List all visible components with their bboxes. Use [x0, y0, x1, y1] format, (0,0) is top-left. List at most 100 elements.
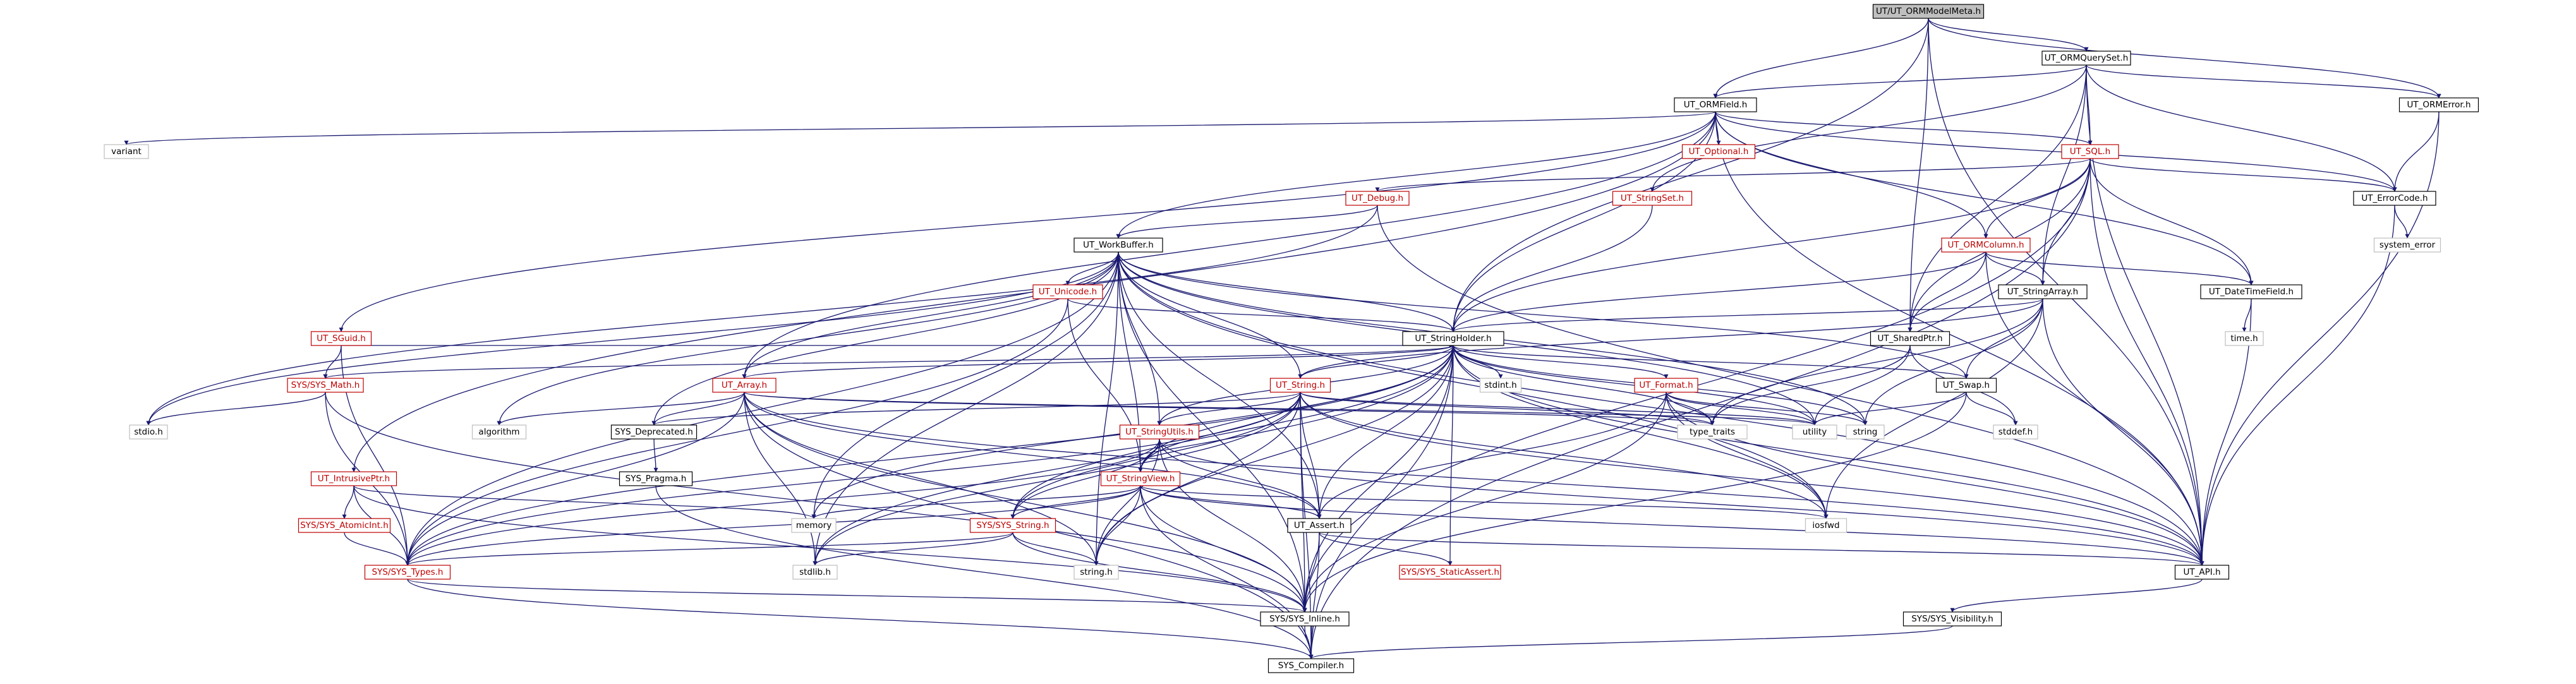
- node-field[interactable]: UT_ORMField.h: [1674, 97, 1757, 112]
- edge-string-to-api: [1300, 392, 2204, 566]
- node-box-array: [712, 378, 777, 393]
- edge-format-to-iosfwd: [1666, 392, 1829, 519]
- edge-errcode-to-syserr: [2394, 205, 2410, 239]
- node-box-sql: [2061, 144, 2119, 159]
- edge-api-to-visibility: [1950, 579, 2203, 613]
- edge-strview-to-assert: [1140, 485, 1322, 519]
- node-root[interactable]: UT/UT_ORMModelMeta.h: [1872, 4, 1985, 19]
- edge-sysmath-to-stdio: [146, 392, 326, 426]
- node-box-stdstring: [1846, 424, 1885, 440]
- node-stddef[interactable]: stddef.h: [1993, 424, 2038, 440]
- node-syserr[interactable]: system_error: [2373, 237, 2441, 253]
- node-strutils[interactable]: UT_StringUtils.h: [1119, 424, 1200, 440]
- node-label-deprecated: SYS_Deprecated.h: [615, 427, 693, 437]
- node-typetraits[interactable]: type_traits: [1677, 424, 1748, 440]
- node-box-sharedptr: [1870, 331, 1950, 346]
- node-label-strview: UT_StringView.h: [1106, 474, 1175, 484]
- edge-strholder-to-compiler: [1309, 345, 1454, 659]
- node-strholder[interactable]: UT_StringHolder.h: [1402, 331, 1504, 346]
- node-label-iosfwd: iosfwd: [1812, 520, 1839, 531]
- node-datetime[interactable]: UT_DateTimeField.h: [2200, 284, 2302, 299]
- edge-ormcol-to-api: [1985, 251, 2204, 566]
- node-stdstring[interactable]: string: [1846, 424, 1885, 440]
- node-stdint[interactable]: stdint.h: [1479, 378, 1522, 393]
- node-label-api: UT_API.h: [2183, 567, 2220, 577]
- node-errcode[interactable]: UT_ErrorCode.h: [2353, 191, 2436, 206]
- node-box-memory: [791, 518, 837, 533]
- node-sharedptr[interactable]: UT_SharedPtr.h: [1870, 331, 1950, 346]
- edge-strutils-to-api: [1159, 438, 2204, 566]
- edge-format-to-typetraits: [1666, 392, 1715, 426]
- node-box-optional: [1681, 144, 1756, 159]
- node-iosfwd[interactable]: iosfwd: [1805, 518, 1847, 533]
- node-qs[interactable]: UT_ORMQuerySet.h: [2041, 51, 2131, 66]
- node-label-variant: variant: [111, 147, 142, 157]
- node-ormerr[interactable]: UT_ORMError.h: [2398, 97, 2479, 112]
- node-stringh[interactable]: string.h: [1073, 565, 1119, 580]
- node-variant[interactable]: variant: [104, 144, 149, 159]
- node-label-memory: memory: [796, 520, 831, 531]
- edge-strholder-to-stringh: [1094, 345, 1454, 566]
- node-algorithm[interactable]: algorithm: [471, 424, 527, 440]
- node-label-array: UT_Array.h: [722, 380, 767, 390]
- node-label-utility: utility: [1803, 427, 1827, 437]
- node-atomicint[interactable]: SYS/SYS_AtomicInt.h: [298, 518, 391, 533]
- node-optional[interactable]: UT_Optional.h: [1681, 144, 1756, 159]
- node-stdlib[interactable]: stdlib.h: [792, 565, 838, 580]
- node-ormcol[interactable]: UT_ORMColumn.h: [1941, 237, 2031, 253]
- node-label-staticassert: SYS/SYS_StaticAssert.h: [1401, 567, 1499, 577]
- node-label-sysstring: SYS/SYS_String.h: [976, 520, 1049, 531]
- node-assert[interactable]: UT_Assert.h: [1287, 518, 1351, 533]
- node-box-staticassert: [1399, 565, 1501, 580]
- node-pragma[interactable]: SYS_Pragma.h: [619, 471, 693, 486]
- node-array[interactable]: UT_Array.h: [712, 378, 777, 393]
- edge-unicode-to-strview: [1067, 298, 1143, 472]
- node-sysinline[interactable]: SYS/SYS_Inline.h: [1260, 611, 1350, 627]
- edge-string-to-systypes: [405, 392, 1301, 566]
- node-sql[interactable]: UT_SQL.h: [2061, 144, 2119, 159]
- node-stringset[interactable]: UT_StringSet.h: [1612, 191, 1693, 206]
- edge-unicode-to-strholder: [1067, 298, 1456, 332]
- edge-stringset-to-strholder: [1451, 205, 1653, 332]
- node-label-intrusive: UT_IntrusivePtr.h: [318, 474, 390, 484]
- node-unicode[interactable]: UT_Unicode.h: [1032, 284, 1103, 299]
- edge-string-to-stringh: [1094, 392, 1301, 566]
- node-compiler[interactable]: SYS_Compiler.h: [1267, 658, 1355, 673]
- node-deprecated[interactable]: SYS_Deprecated.h: [610, 424, 698, 440]
- node-staticassert[interactable]: SYS/SYS_StaticAssert.h: [1399, 565, 1501, 580]
- node-sysstring[interactable]: SYS/SYS_String.h: [969, 518, 1056, 533]
- node-sguid[interactable]: UT_SGuid.h: [310, 331, 372, 346]
- node-string[interactable]: UT_String.h: [1269, 378, 1331, 393]
- node-api[interactable]: UT_API.h: [2174, 565, 2230, 580]
- node-time[interactable]: time.h: [2225, 331, 2264, 346]
- node-intrusive[interactable]: UT_IntrusivePtr.h: [310, 471, 397, 486]
- edge-format-to-utility: [1666, 392, 1817, 426]
- node-swap[interactable]: UT_Swap.h: [1935, 378, 1997, 393]
- node-debug[interactable]: UT_Debug.h: [1345, 191, 1410, 206]
- edge-sql-to-ormcol: [1983, 158, 2091, 239]
- edge-array-to-systypes: [405, 392, 745, 566]
- node-label-string: UT_String.h: [1276, 380, 1325, 390]
- edge-field-to-array: [742, 111, 1716, 379]
- node-sysmath[interactable]: SYS/SYS_Math.h: [287, 378, 364, 393]
- node-format[interactable]: UT_Format.h: [1634, 378, 1698, 393]
- edge-strview-to-sysstring: [1010, 485, 1141, 519]
- edge-root-to-strholder: [1451, 18, 1929, 332]
- edge-sql-to-strholder: [1451, 158, 2091, 332]
- node-workbuf[interactable]: UT_WorkBuffer.h: [1073, 237, 1163, 253]
- node-stdio[interactable]: stdio.h: [129, 424, 168, 440]
- node-visibility[interactable]: SYS/SYS_Visibility.h: [1902, 611, 2002, 627]
- edge-format-to-stdstring: [1666, 392, 1868, 426]
- node-label-assert: UT_Assert.h: [1294, 520, 1345, 531]
- node-utility[interactable]: utility: [1792, 424, 1837, 440]
- node-systypes[interactable]: SYS/SYS_Types.h: [364, 565, 451, 580]
- node-strview[interactable]: UT_StringView.h: [1100, 471, 1181, 486]
- edge-strview-to-iosfwd: [1140, 485, 1829, 519]
- node-box-sysstring: [969, 518, 1056, 533]
- node-label-stdlib: stdlib.h: [799, 567, 831, 577]
- node-label-debug: UT_Debug.h: [1351, 193, 1403, 203]
- node-memory[interactable]: memory: [791, 518, 837, 533]
- edge-strholder-to-array: [742, 345, 1454, 379]
- edge-strarr-to-strholder: [1451, 298, 2043, 332]
- node-strarr[interactable]: UT_StringArray.h: [1998, 284, 2088, 299]
